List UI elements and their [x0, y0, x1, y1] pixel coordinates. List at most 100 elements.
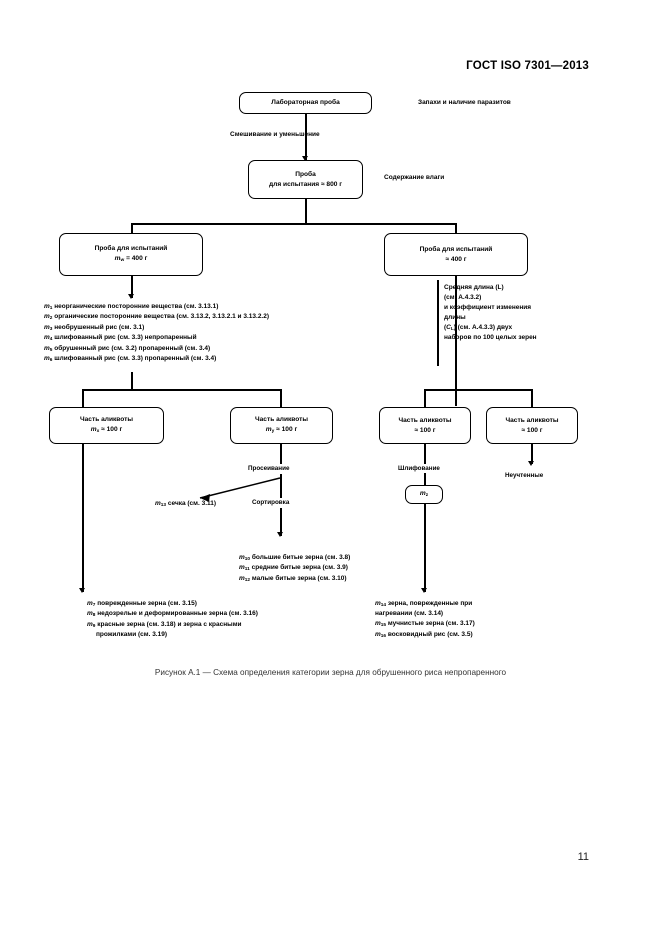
list-item: прожилками (см. 3.19)	[87, 630, 258, 640]
connector-left-portion-down	[131, 276, 133, 298]
length-note-line-1: (см. А.4.3.2)	[444, 293, 482, 301]
box-test-portion-right[interactable]: Проба для испытаний ≈ 400 г	[384, 233, 528, 276]
figure-caption: Рисунок А.1 — Схема определения категори…	[154, 668, 507, 677]
list-item-text: красные зерна (см. 3.18) и зерна с красн…	[97, 620, 242, 628]
list-item-text: шлифованный рис (см. 3.3) пропаренный (с…	[54, 354, 217, 362]
label-mixing: Смешивание и уменьшение	[230, 131, 320, 138]
length-note-line-0: Средняя длина (L)	[444, 284, 504, 291]
box-test-portion-left[interactable]: Проба для испытаний mw = 400 г	[59, 233, 203, 276]
connector-y-to-sieving	[280, 444, 282, 464]
box-mz[interactable]: mz	[405, 485, 443, 504]
list-item: m15 мучнистые зерна (см. 3.17)	[375, 620, 475, 629]
list-m7-m9: m7 поврежденные зерна (см. 3.15) m8 недо…	[87, 599, 258, 640]
list-item: m12 малые битые зерна (см. 3.10)	[239, 574, 347, 583]
length-note-line-3: длины	[444, 313, 466, 321]
connector-aliquot-4-drop	[531, 389, 533, 407]
box-lab-sample[interactable]: Лабораторная проба	[239, 92, 372, 114]
list-m10-m12: m10 большие битые зерна (см. 3.8) m11 ср…	[239, 553, 350, 584]
connector-sieving-to-sechka	[199, 477, 281, 502]
list-m1-m6: m1 неорганические посторонние вещества (…	[44, 302, 269, 364]
box-test-portion-left-line1: Проба для испытаний	[94, 245, 168, 253]
box-aliquot-4[interactable]: Часть аликвоты ≈ 100 г	[486, 407, 578, 444]
list-item: m1 неорганические посторонние вещества (…	[44, 303, 219, 312]
connector-aliquot-bus-left	[82, 389, 281, 391]
page-header: ГОСТ ISO 7301—2013	[466, 60, 589, 72]
box-aliquot-x-line2: mx ≈ 100 г	[90, 425, 123, 434]
connector-aliquot-3-drop	[424, 389, 426, 407]
arrow-x-to-damaged	[78, 588, 85, 593]
connector-sieving-to-sorting	[280, 474, 282, 498]
box-lab-sample-line1: Лабораторная проба	[271, 99, 340, 107]
list-item-text: неорганические посторонние вещества (см.…	[54, 303, 219, 310]
connector-split-bus	[131, 223, 456, 225]
length-note-block: Средняя длина (L) (см. А.4.3.2) и коэффи…	[444, 283, 634, 343]
box-aliquot-3-line1: Часть аликвоты	[398, 416, 452, 424]
connector-lab-to-test	[305, 114, 307, 160]
connector-aliquot-bus-right	[424, 389, 532, 391]
box-test-portion-right-line2: ≈ 400 г	[445, 255, 467, 263]
length-note-line-4: (CL) (см. А.4.3.3) двух	[444, 323, 513, 332]
arrow-sorting-to-broken	[276, 532, 283, 537]
list-item-text: обрушенный рис (см. 3.2) пропаренный (см…	[54, 344, 211, 352]
connector-mz-down	[424, 504, 426, 592]
box-aliquot-y[interactable]: Часть аликвоты my ≈ 100 г	[230, 407, 333, 444]
box-aliquot-x-line1: Часть аликвоты	[80, 416, 133, 424]
list-item: m13 сечка (см. 3.11)	[155, 500, 217, 509]
list-item-text: малые битые зерна (см. 3.10)	[251, 574, 347, 582]
arrow-unaccounted	[527, 461, 534, 466]
list-item: m9 красные зерна (см. 3.18) и зерна с кр…	[87, 620, 242, 629]
list-item-text: нагревании (см. 3.14)	[375, 610, 444, 618]
connector-test-down	[305, 199, 307, 224]
list-item-text: прожилками (см. 3.19)	[96, 631, 168, 639]
box-aliquot-y-line1: Часть аликвоты	[255, 416, 308, 424]
length-note-rule	[437, 280, 439, 366]
box-aliquot-4-line2: ≈ 100 г	[521, 426, 543, 434]
box-test-portion-right-line1: Проба для испытаний	[419, 245, 493, 253]
connector-aliquot-y-drop	[280, 389, 282, 407]
list-item-text: недозрелые и деформированные зерна (см. …	[97, 610, 258, 618]
connector-list-to-bus	[131, 372, 133, 390]
connector-milling-to-mz	[424, 473, 426, 485]
arrow-mz-to-heat	[420, 588, 427, 593]
label-unaccounted: Неучтенные	[505, 472, 544, 479]
list-item-text: необрушенный рис (см. 3.1)	[54, 323, 145, 331]
list-m14-m16: m14 зерна, поврежденные при нагревании (…	[375, 599, 475, 640]
length-note-line-2: и коэффициент изменения	[444, 303, 532, 311]
label-sorting: Сортировка	[252, 499, 290, 506]
list-item: m7 поврежденные зерна (см. 3.15)	[87, 600, 197, 609]
box-test-sample[interactable]: Проба для испытания ≈ 800 г	[248, 160, 363, 199]
connector-aliquot-x-drop	[82, 389, 84, 407]
box-test-sample-line2: для испытания ≈ 800 г	[268, 180, 343, 188]
list-item: m5 обрушенный рис (см. 3.2) пропаренный …	[44, 344, 211, 353]
list-item-text: зерна, поврежденные при	[387, 600, 473, 607]
list-item-text: большие битые зерна (см. 3.8)	[251, 554, 351, 561]
connector-4-to-unaccounted	[531, 444, 533, 464]
label-sieving: Просеивание	[248, 465, 290, 472]
label-milling: Шлифование	[398, 465, 440, 472]
list-item: m14 зерна, поврежденные при	[375, 600, 473, 609]
box-test-portion-left-line2: mw = 400 г	[114, 254, 148, 263]
list-item: m16 восковидный рис (см. 3.5)	[375, 630, 473, 639]
box-test-sample-line1: Проба	[295, 170, 316, 178]
note-moisture: Содержание влаги	[384, 174, 445, 181]
list-item-text: средние битые зерна (см. 3.9)	[251, 564, 348, 572]
note-odor-parasites: Запахи и наличие паразитов	[418, 99, 511, 106]
list-item-text: шлифованный рис (см. 3.3) непропаренный	[54, 334, 197, 342]
box-aliquot-x[interactable]: Часть аликвоты mx ≈ 100 г	[49, 407, 164, 444]
box-aliquot-3[interactable]: Часть аликвоты ≈ 100 г	[379, 407, 471, 444]
connector-right-portion-spine	[455, 276, 457, 406]
page-number: 11	[577, 851, 589, 863]
connector-sorting-to-broken	[280, 508, 282, 536]
box-aliquot-4-line1: Часть аликвоты	[505, 416, 559, 424]
list-item: нагревании (см. 3.14)	[375, 609, 475, 619]
list-item: m3 необрушенный рис (см. 3.1)	[44, 323, 145, 332]
arrow-left-portion-list	[127, 294, 134, 299]
arrow-lab-to-test	[301, 156, 308, 161]
connector-split-right	[455, 223, 457, 240]
connector-split-left	[131, 223, 133, 240]
list-item: m11 средние битые зерна (см. 3.9)	[239, 564, 348, 573]
list-item-text: поврежденные зерна (см. 3.15)	[97, 600, 197, 607]
list-item: m4 шлифованный рис (см. 3.3) непропаренн…	[44, 334, 197, 343]
list-item-text: органические посторонние вещества (см. 3…	[54, 313, 270, 321]
